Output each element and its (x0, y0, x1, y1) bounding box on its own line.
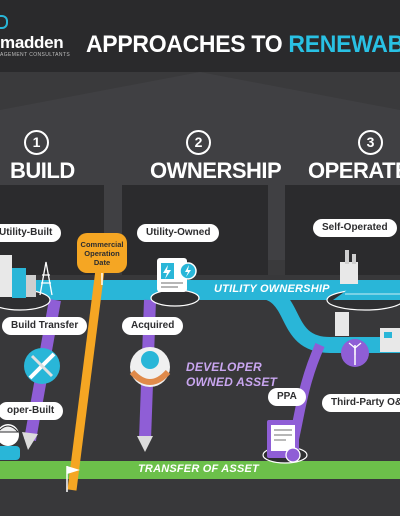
transfer-of-asset-label: TRANSFER OF ASSET (138, 463, 259, 475)
page-title: APPROACHES TO RENEWABLE ASSET (86, 30, 400, 58)
title-part-1: APPROACHES TO (86, 30, 283, 58)
step-1-number: 1 (24, 130, 49, 155)
acquired-icon (129, 347, 171, 387)
utility-owned-icon (157, 258, 197, 292)
logo-mark (0, 15, 8, 29)
milestone-path (67, 269, 105, 491)
ppa-icon (262, 420, 308, 464)
node-build-transfer: Build Transfer (2, 317, 88, 335)
developer-built-icon (0, 424, 20, 460)
developer-owned-label-1: DEVELOPER (186, 360, 262, 374)
node-ppa: PPA (268, 388, 306, 406)
utility-branch-path (254, 282, 400, 353)
node-utility-owned: Utility-Owned (137, 224, 220, 242)
step-3-label: OPERATE (308, 158, 400, 183)
header-band (0, 0, 400, 72)
node-third-party: Third-Party O& (322, 394, 400, 412)
company-logo: madden (0, 33, 64, 52)
third-party-icon (335, 312, 400, 367)
build-transfer-icon (24, 348, 60, 384)
step-3-number: 3 (358, 130, 383, 155)
node-developer-built: oper-Built (0, 402, 64, 420)
node-platform-utility-owned (150, 289, 200, 307)
node-utility-built: Utility-Built (0, 224, 62, 242)
developer-owned-label-2: OWNED ASSET (186, 375, 278, 389)
milestone-bubble: Commercial Operation Date (77, 233, 127, 273)
node-self-operated: Self-Operated (313, 219, 397, 237)
utility-ownership-label: UTILITY OWNERSHIP (214, 283, 330, 295)
developer-arrow-acquired (137, 436, 153, 452)
step-2-label: OWNERSHIP (150, 158, 282, 183)
milestone-flag-bottom (67, 466, 80, 474)
utility-built-icon (0, 255, 53, 298)
step-2-number: 2 (186, 130, 211, 155)
company-tagline: AGEMENT CONSULTANTS (0, 52, 71, 58)
developer-arrow-build (22, 432, 38, 450)
self-operated-icon (333, 250, 400, 300)
step-1-label: BUILD (10, 158, 75, 183)
node-acquired: Acquired (122, 317, 184, 335)
title-part-2: RENEWABLE ASSET (288, 30, 400, 58)
